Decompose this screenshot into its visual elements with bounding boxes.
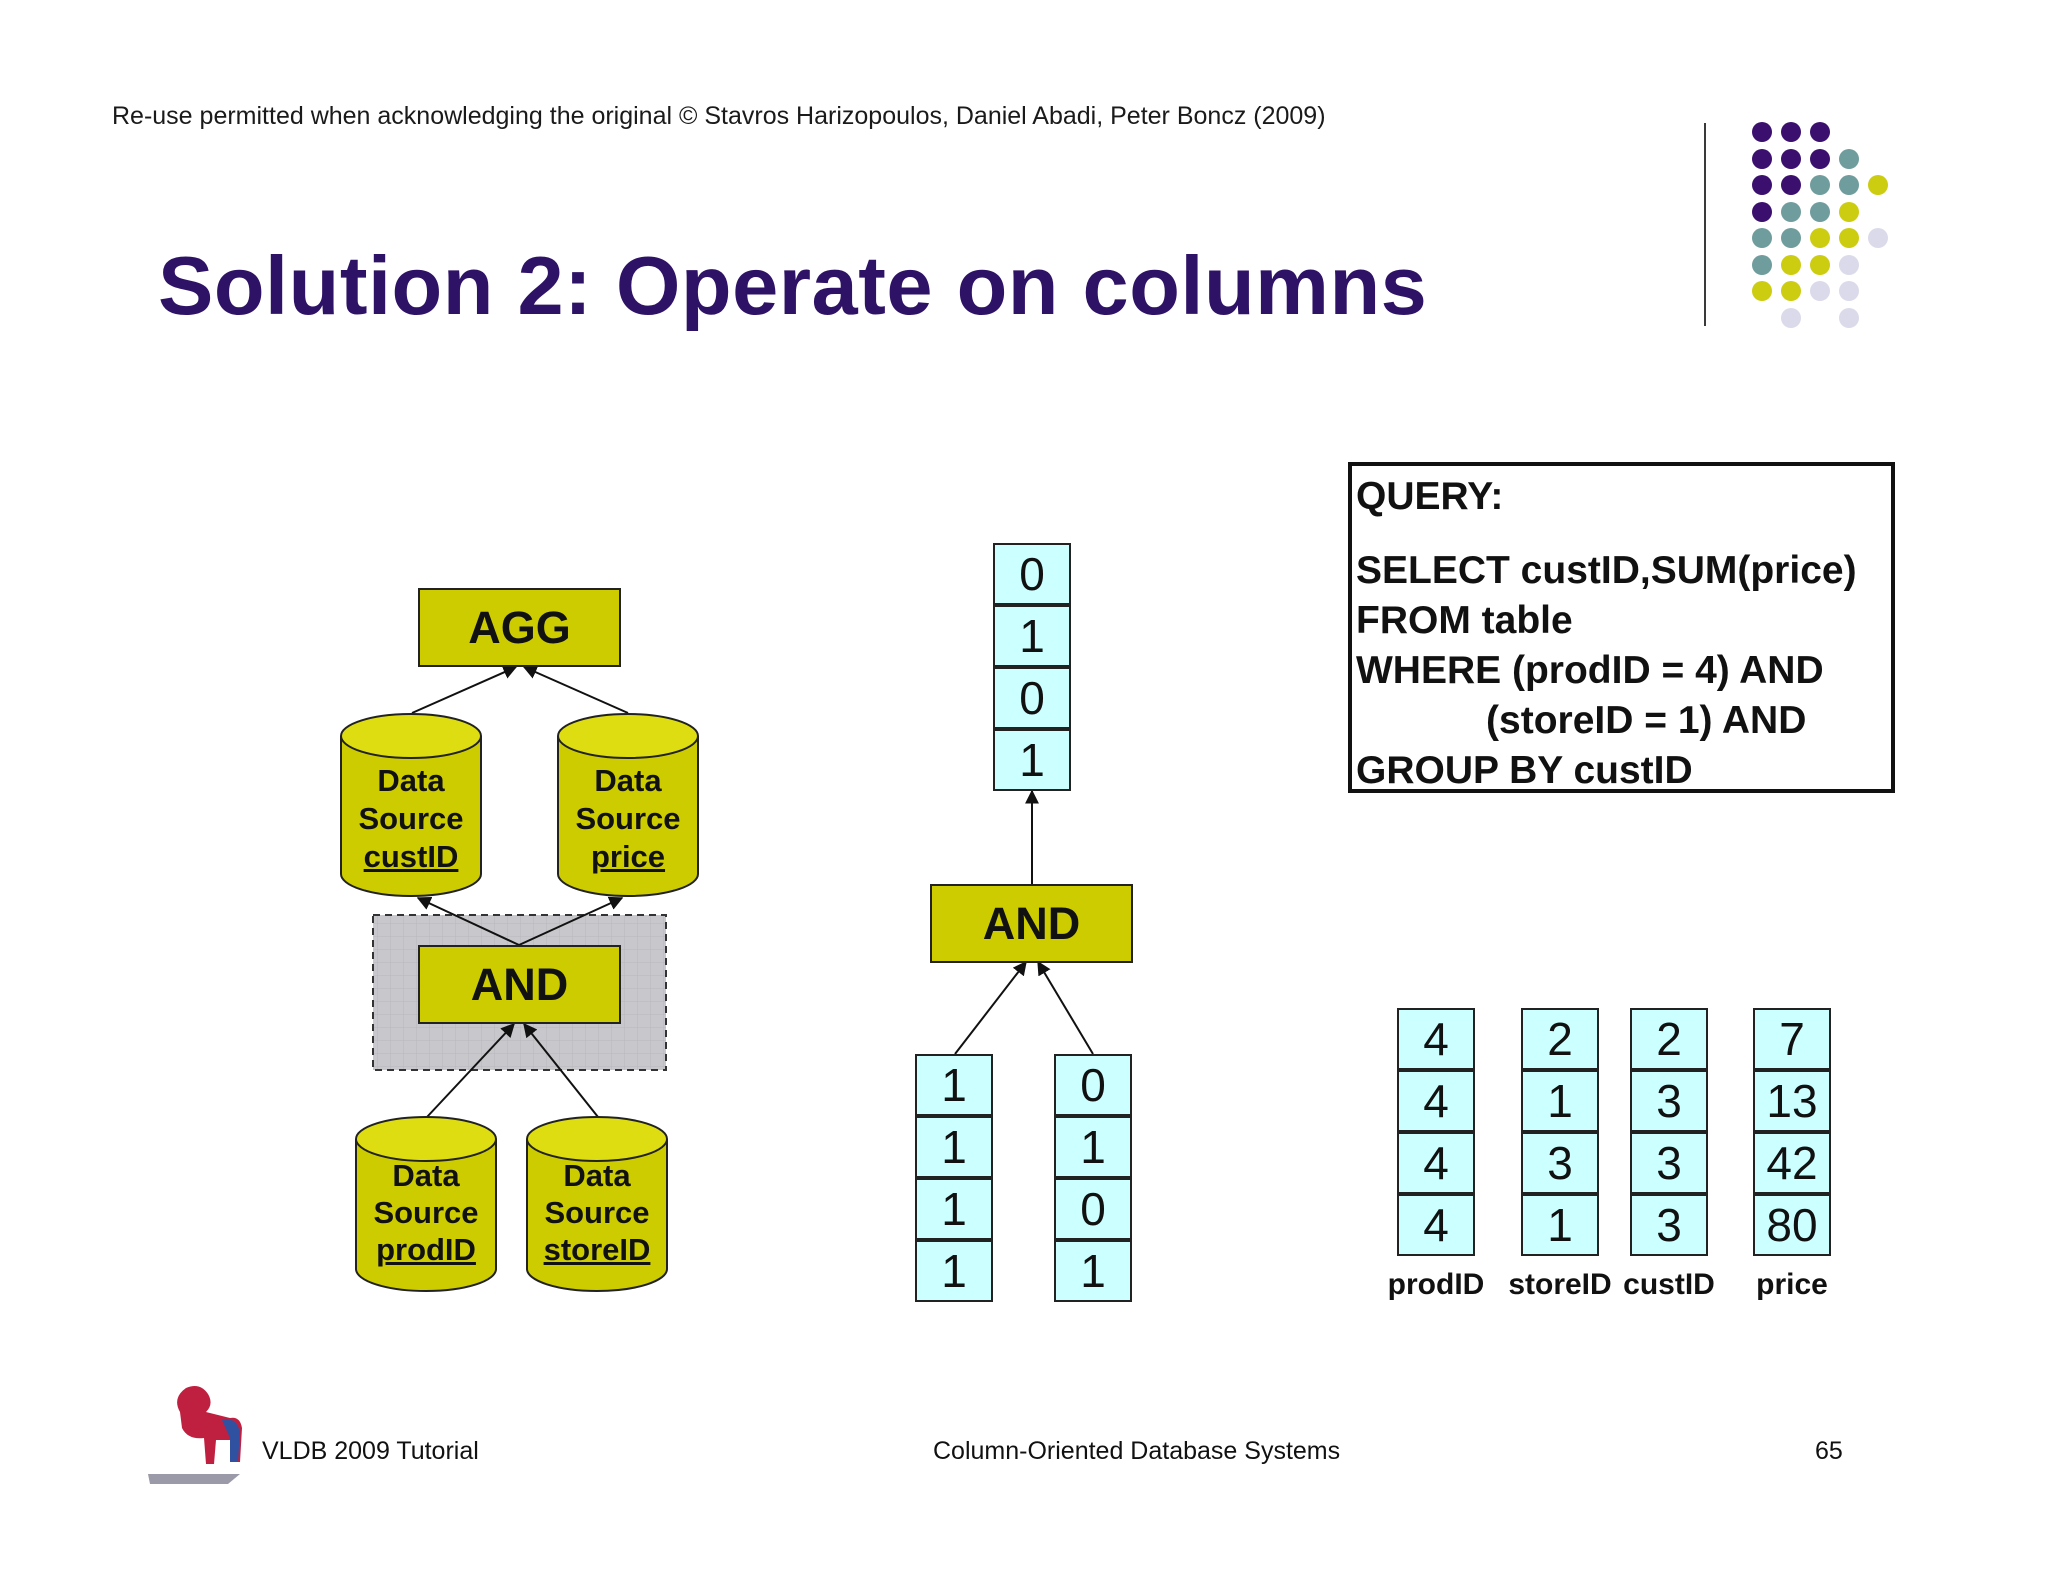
decorative-dot (1781, 122, 1801, 142)
decorative-dot (1810, 228, 1830, 248)
price-value-cell: 42 (1753, 1132, 1831, 1194)
cylinder-price (557, 713, 699, 897)
cylinder-custid (340, 713, 482, 897)
decorative-dot (1810, 201, 1830, 222)
query-line: SELECT custID,SUM(price) (1356, 549, 1857, 592)
decorative-dot (1752, 228, 1772, 248)
storeid-value-cell: 2 (1521, 1008, 1599, 1070)
prodid-bit-cell: 1 (915, 1116, 993, 1178)
decorative-dot (1781, 148, 1801, 169)
data-source-prodid-label: Data Source prodID (373, 1158, 479, 1267)
decorative-dot (1781, 307, 1801, 328)
lion-statue-icon (148, 1386, 242, 1484)
decorative-dot (1839, 175, 1859, 195)
decorative-dot (1810, 122, 1830, 142)
decorative-dot (1810, 175, 1830, 195)
result-bit-cell: 0 (993, 667, 1071, 729)
storeid-value-cell: 3 (1521, 1132, 1599, 1194)
prodid-bit-cell: 1 (915, 1054, 993, 1116)
decorative-dot (1752, 175, 1772, 195)
storeid-column-label: storeID (1508, 1268, 1612, 1301)
prodid-bit-cell: 1 (915, 1178, 993, 1240)
decorative-dot (1839, 228, 1859, 248)
decorative-dot (1810, 281, 1830, 301)
custid-column-label: custID (1623, 1268, 1715, 1301)
decorative-dot (1839, 307, 1859, 328)
decorative-dot (1752, 201, 1772, 222)
prodid-value-cell: 4 (1397, 1194, 1475, 1256)
data-source-price-label: Data Source price (575, 763, 681, 874)
decorative-dot (1781, 175, 1801, 195)
data-source-custid-label: Data Source custID (358, 763, 464, 874)
storeid-bit-cell: 0 (1054, 1178, 1132, 1240)
decorative-dot (1839, 254, 1859, 275)
price-value-cell: 13 (1753, 1070, 1831, 1132)
storeid-bit-cell: 1 (1054, 1116, 1132, 1178)
cylinder-storeid (526, 1116, 668, 1292)
query-line: (storeID = 1) AND (1356, 699, 1807, 742)
decorative-dot (1752, 148, 1772, 169)
decorative-dot (1781, 201, 1801, 222)
copyright-notice: Re-use permitted when acknowledging the … (112, 102, 1326, 130)
footer-course-title: Column-Oriented Database Systems (933, 1437, 1341, 1465)
slide-title: Solution 2: Operate on columns (158, 239, 1428, 332)
decorative-dot (1781, 281, 1801, 301)
storeid-value-cell: 1 (1521, 1194, 1599, 1256)
storeid-bit-cell: 1 (1054, 1240, 1132, 1302)
decorative-dot (1781, 228, 1801, 248)
custid-value-cell: 3 (1630, 1132, 1708, 1194)
footer-venue: VLDB 2009 Tutorial (262, 1437, 479, 1465)
price-column-label: price (1756, 1268, 1828, 1301)
result-bit-cell: 1 (993, 729, 1071, 791)
decorative-dot (1810, 254, 1830, 275)
prodid-column-label: prodID (1387, 1268, 1485, 1301)
decorative-dot (1752, 122, 1772, 142)
cylinder-prodid (355, 1116, 497, 1292)
decorative-dot (1839, 148, 1859, 169)
agg-operator-box: AGG (418, 588, 621, 667)
query-line: WHERE (prodID = 4) AND (1356, 649, 1824, 692)
prodid-value-cell: 4 (1397, 1008, 1475, 1070)
data-source-storeid-label: Data Source storeID (543, 1158, 651, 1267)
decorative-dot (1868, 175, 1888, 195)
price-value-cell: 80 (1753, 1194, 1831, 1256)
page-number: 65 (1815, 1437, 1843, 1465)
result-bit-cell: 0 (993, 543, 1071, 605)
custid-value-cell: 3 (1630, 1194, 1708, 1256)
storeid-bit-cell: 0 (1054, 1054, 1132, 1116)
header-divider (1704, 123, 1706, 326)
prodid-bit-cell: 1 (915, 1240, 993, 1302)
price-value-cell: 7 (1753, 1008, 1831, 1070)
custid-value-cell: 3 (1630, 1070, 1708, 1132)
decorative-dot (1752, 281, 1772, 301)
and-operator-box: AND (418, 945, 621, 1024)
query-line: GROUP BY custID (1356, 749, 1693, 792)
prodid-value-cell: 4 (1397, 1132, 1475, 1194)
query-line: FROM table (1356, 599, 1573, 642)
query-heading: QUERY: (1356, 475, 1504, 518)
custid-value-cell: 2 (1630, 1008, 1708, 1070)
result-bit-cell: 1 (993, 605, 1071, 667)
decorative-dot (1810, 148, 1830, 169)
storeid-value-cell: 1 (1521, 1070, 1599, 1132)
query-box: QUERY: SELECT custID,SUM(price) FROM table… (1348, 462, 1895, 793)
decorative-dot (1781, 254, 1801, 275)
decorative-dot (1839, 281, 1859, 301)
decorative-dot (1868, 228, 1888, 248)
middle-and-operator-box: AND (930, 884, 1133, 963)
prodid-value-cell: 4 (1397, 1070, 1475, 1132)
decorative-dot (1752, 254, 1772, 275)
decorative-dot (1839, 201, 1859, 222)
query-line (1356, 522, 1887, 546)
